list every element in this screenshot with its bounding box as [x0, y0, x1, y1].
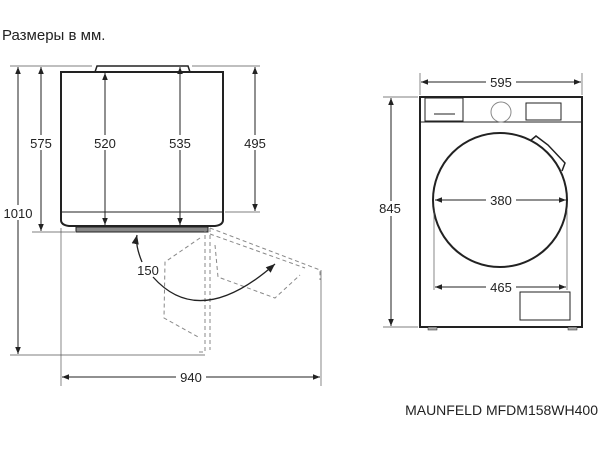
- door-swing-arc: [152, 263, 276, 302]
- dim-door-angle: 150: [137, 263, 159, 278]
- dim-door-outer: 465: [490, 280, 512, 295]
- open-door-outline: [163, 227, 321, 353]
- dim-body-depth: 495: [244, 136, 266, 151]
- dim-inner-depth-2: 535: [169, 136, 191, 151]
- dim-door-glass: 380: [490, 193, 512, 208]
- model-name: MAUNFELD MFDM158WH400: [405, 402, 598, 418]
- dim-depth-door-open: 940: [180, 370, 202, 385]
- dim-height-to-base: 575: [30, 136, 52, 151]
- dim-width: 595: [490, 75, 512, 90]
- side-view-appliance: [60, 65, 224, 233]
- dim-height: 845: [379, 201, 401, 216]
- page-title: Размеры в мм.: [2, 27, 106, 44]
- dim-inner-depth-1: 520: [94, 136, 116, 151]
- dim-total-height: 1010: [4, 206, 33, 221]
- front-view-appliance: [419, 96, 583, 331]
